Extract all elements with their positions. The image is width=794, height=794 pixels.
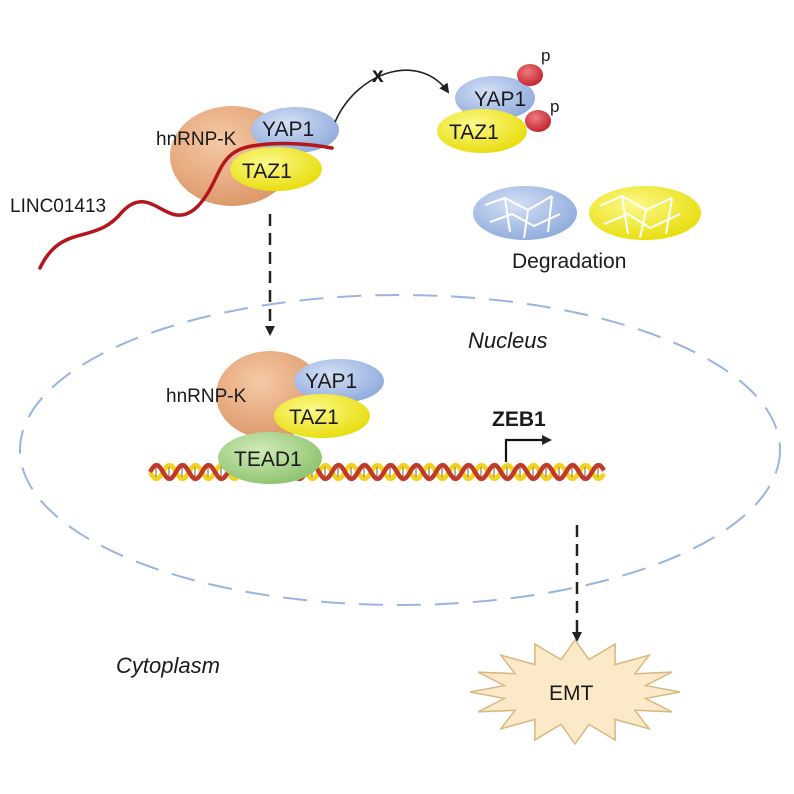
blocked-mark: x <box>372 64 384 87</box>
zeb1-promoter: ZEB1 <box>492 408 552 462</box>
taz1-label-nuc: TAZ1 <box>289 406 339 429</box>
yap1-blob-nuc <box>294 359 384 403</box>
complex-cytoplasm: hnRNP-K YAP1 TAZ1 LINC01413 <box>10 106 339 270</box>
promoter-arrow <box>504 435 552 462</box>
yap1-blob-phos <box>455 76 535 120</box>
linc01413-rna <box>38 141 334 270</box>
complex-nucleus: hnRNP-K YAP1 TAZ1 <box>166 351 384 439</box>
taz1-label-phos: TAZ1 <box>449 121 499 144</box>
blocked-arrow: x <box>334 64 450 123</box>
linc01413-label: LINC01413 <box>10 196 106 217</box>
cytoplasm-label: Cytoplasm <box>116 653 220 678</box>
taz1-label-top: TAZ1 <box>242 160 292 183</box>
degraded-yap1 <box>473 186 577 240</box>
emt-burst: EMT <box>469 638 681 746</box>
zeb1-label: ZEB1 <box>492 408 546 431</box>
degradation-label: Degradation <box>512 250 626 273</box>
taz1-blob-top <box>230 147 322 191</box>
curved-arrow <box>334 69 450 123</box>
degradation-group: Degradation <box>473 186 701 273</box>
tead1-blob <box>218 432 322 484</box>
phospho-dot-2 <box>525 110 551 132</box>
dna-helix <box>148 462 606 482</box>
yap1-label-top: YAP1 <box>262 118 314 141</box>
yap1-label-phos: YAP1 <box>474 88 526 111</box>
phospho-label-2: p <box>550 97 559 116</box>
phosphorylated-complex: YAP1 TAZ1 p p <box>437 46 559 153</box>
phospho-label-1: p <box>541 46 550 65</box>
nucleus-membrane <box>19 294 781 606</box>
yap1-label-nuc: YAP1 <box>305 370 357 393</box>
dna-strand <box>148 462 606 482</box>
yap1-blob-top <box>251 107 339 153</box>
phospho-dot-1 <box>517 64 543 86</box>
taz1-blob-phos <box>437 109 527 153</box>
hnrnpk-label-nuc: hnRNP-K <box>166 386 247 407</box>
tead1-label: TEAD1 <box>234 448 302 471</box>
tead1-group: TEAD1 <box>218 432 322 484</box>
degraded-taz1 <box>589 186 701 240</box>
taz1-blob-nuc <box>274 394 370 438</box>
nucleus-label: Nucleus <box>468 328 547 353</box>
emt-label: EMT <box>549 682 594 705</box>
hnrnpk-label-top: hnRNP-K <box>156 129 237 150</box>
emt-starburst <box>469 638 681 746</box>
